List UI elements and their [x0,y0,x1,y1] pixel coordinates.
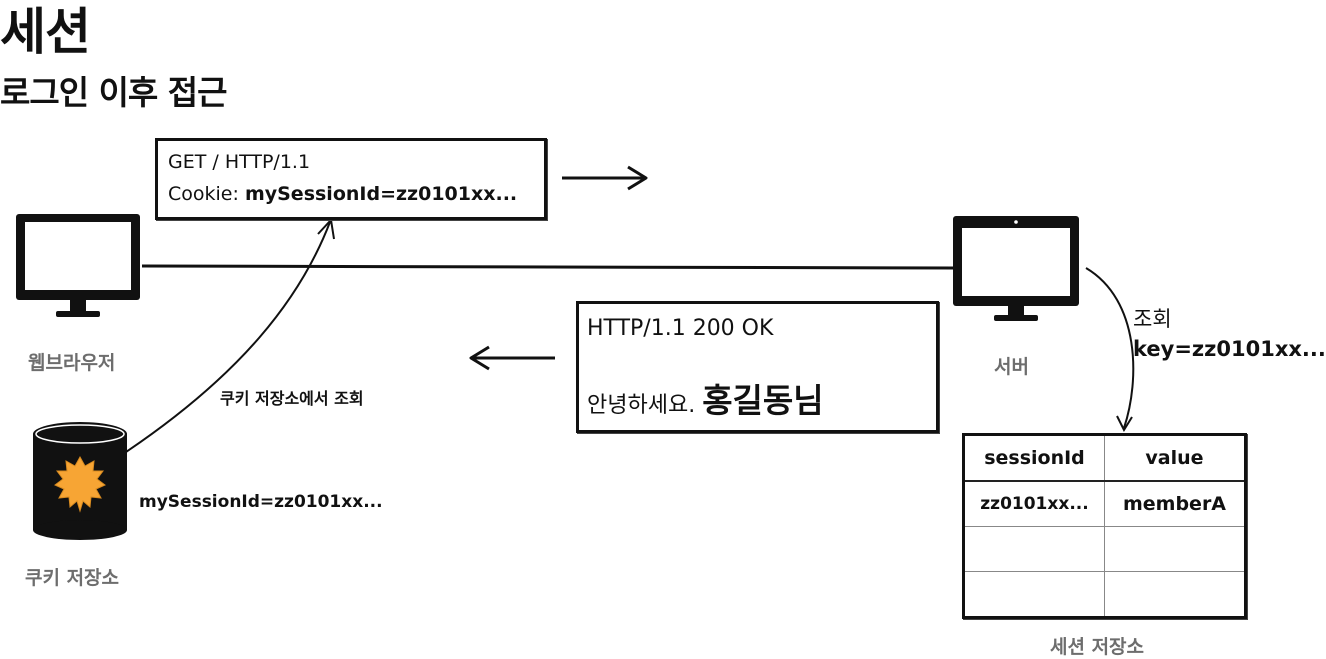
server-monitor-icon [953,216,1079,321]
browser-label: 웹브라우저 [28,352,116,374]
page-subtitle: 로그인 이후 접근 [0,73,227,112]
column-header-value: value [1104,434,1246,482]
cookie-store-label: 쿠키 저장소 [25,567,120,589]
response-greeting: 안녕하세요. 홍길동님 [587,374,824,422]
page-title: 세션 [0,3,91,61]
request-cookie-header: Cookie: mySessionId=zz0101xx... [168,183,517,205]
server-label: 서버 [994,356,1029,378]
server-lookup-label: 조회 [1133,307,1172,331]
connection-line [141,264,956,270]
http-request-box: GET / HTTP/1.1 Cookie: mySessionId=zz010… [155,138,547,220]
database-icon [33,422,127,540]
cookie-lookup-label: 쿠키 저장소에서 조회 [220,389,364,408]
value-cell: memberA [1104,480,1246,527]
session-store-label: 세션 저장소 [1050,636,1145,658]
monitor-icon [16,214,140,317]
cookie-lookup-arrow [125,217,335,453]
session-store-table: sessionId value zz0101xx... memberA [962,433,1247,619]
server-lookup-annotation: 조회 key=zz0101xx... [1133,304,1326,364]
table-row [963,571,1246,618]
greeting-name: 홍길동님 [702,381,824,420]
table-row: zz0101xx... memberA [963,480,1246,527]
session-id-cell: zz0101xx... [963,480,1105,527]
session-lookup-arrow [1085,267,1135,433]
session-id-cell [963,526,1105,572]
value-cell [1104,571,1246,618]
server-lookup-key: key=zz0101xx... [1133,337,1326,361]
greeting-prefix: 안녕하세요. [587,393,703,418]
cookie-header-name: Cookie: [168,183,245,205]
table-header-row: sessionId value [963,434,1246,482]
value-cell [1104,526,1246,572]
cookie-content-label: mySessionId=zz0101xx... [139,492,383,512]
request-arrow [562,165,648,191]
cookie-burst-icon [54,455,106,513]
response-arrow [469,345,555,371]
request-line: GET / HTTP/1.1 [168,151,311,173]
table-row [963,526,1246,572]
column-header-session-id: sessionId [963,434,1105,482]
response-status-line: HTTP/1.1 200 OK [587,316,774,341]
cookie-header-value: mySessionId=zz0101xx... [244,183,518,205]
http-response-box: HTTP/1.1 200 OK 안녕하세요. 홍길동님 [576,301,939,433]
session-id-cell [963,571,1105,618]
